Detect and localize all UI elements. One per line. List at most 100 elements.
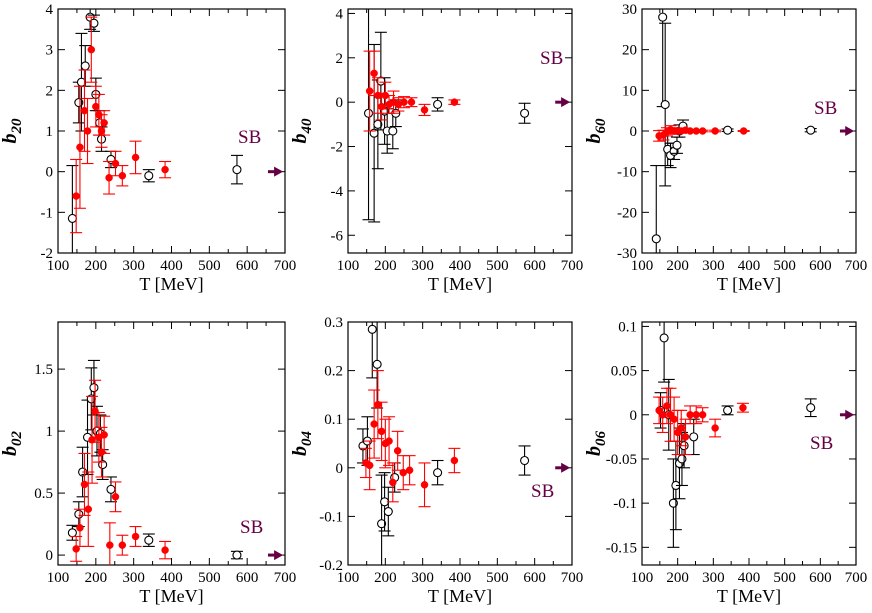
y-tick-label: 0.3 [324,315,343,331]
data-point-open [144,171,154,181]
x-tick-label: 500 [198,258,221,274]
x-tick-label: 500 [773,258,796,274]
x-tick-label: 600 [809,258,832,274]
data-point-filled [80,480,89,489]
y-tick-label: 3 [46,43,54,59]
y-axis-label: b40 [289,118,315,144]
x-tick-label: 100 [337,258,360,274]
sb-label: SB [540,48,563,69]
plot-area [66,9,243,253]
data-point-filled [739,403,747,412]
data-point-filled [97,127,106,135]
y-tick-label: 2 [336,51,344,67]
x-tick-label: 500 [486,258,509,274]
data-point-open [383,506,393,517]
data-point-filled [698,411,707,419]
x-tick-label: 300 [122,258,145,274]
plot-area [650,9,817,253]
data-point-filled [92,102,100,111]
y-tick-label: -0.1 [613,496,637,512]
y-tick-label: -30 [617,246,637,262]
data-point-filled [76,524,84,532]
sb-arrow-head [561,97,571,108]
data-point-open [520,108,530,118]
data-point-open [363,108,374,118]
sb-label: SB [814,98,837,119]
data-point-open [89,383,99,393]
data-point-open [144,535,154,545]
x-tick-label: 400 [160,570,183,586]
data-point-open [74,97,84,108]
data-point-filled [84,505,93,513]
x-tick-label: 300 [702,570,725,586]
x-tick-label: 300 [411,570,434,586]
y-tick-label: -0.2 [319,558,343,574]
data-point-open [677,454,687,464]
y-tick-label: -0.15 [606,540,637,556]
data-point-filled [106,541,114,549]
data-point-filled [131,153,140,162]
y-tick-label: 1.5 [34,362,53,378]
y-tick-label: 10 [622,83,637,99]
sb-arrow-head [845,409,855,420]
plot-area [653,322,817,548]
y-axis-label: b20 [0,118,25,144]
y-tick-label: -4 [331,184,344,200]
data-point-open [689,432,699,442]
sb-label: SB [240,517,263,538]
sb-arrow-head [274,550,284,561]
data-point-open [74,509,84,519]
data-point-filled [87,45,96,54]
data-point-filled [76,143,84,152]
data-point-filled [100,119,108,127]
data-point-open [106,484,116,494]
x-tick-label: 200 [374,570,397,586]
x-tick-label: 700 [845,258,868,274]
x-tick-label: 700 [274,570,297,586]
x-tick-label: 700 [561,258,584,274]
data-point-filled [72,192,80,200]
data-point-filled [161,165,169,174]
data-point-filled [365,461,374,470]
data-point-filled [670,415,678,423]
data-point-filled [365,87,374,95]
data-point-open [89,18,99,28]
data-point-filled [131,532,140,541]
y-tick-label: 20 [622,43,637,59]
y-tick-label: -6 [331,228,344,244]
x-axis-label: T [MeV] [717,274,781,294]
y-tick-label: 2 [46,83,54,99]
x-tick-label: 100 [47,570,70,586]
data-point-open [372,359,382,369]
data-point-filled [450,456,459,465]
data-point-filled [663,402,671,410]
x-tick-label: 400 [738,570,761,586]
data-point-filled [72,545,80,553]
data-point-filled [658,411,667,419]
x-tick-label: 100 [631,258,654,274]
x-tick-label: 500 [773,570,796,586]
data-point-open [658,12,668,22]
y-tick-label: 0.5 [34,486,53,502]
x-tick-label: 200 [85,570,108,586]
data-point-filled [400,98,408,106]
sb-arrow-head [845,126,855,136]
y-axis-label: b06 [583,431,609,457]
y-tick-label: 0 [336,95,344,111]
x-tick-label: 600 [523,570,546,586]
x-tick-label: 100 [631,570,654,586]
data-point-open [520,455,530,466]
x-tick-label: 200 [666,258,689,274]
plot-area [66,359,243,565]
data-point-open [80,61,90,71]
sb-label: SB [238,127,261,148]
x-tick-label: 700 [561,570,584,586]
x-tick-label: 700 [274,258,297,274]
y-tick-label: 30 [622,2,637,18]
data-point-filled [161,546,169,554]
sb-label: SB [531,481,554,502]
data-point-filled [450,98,459,106]
data-point-filled [91,407,99,416]
